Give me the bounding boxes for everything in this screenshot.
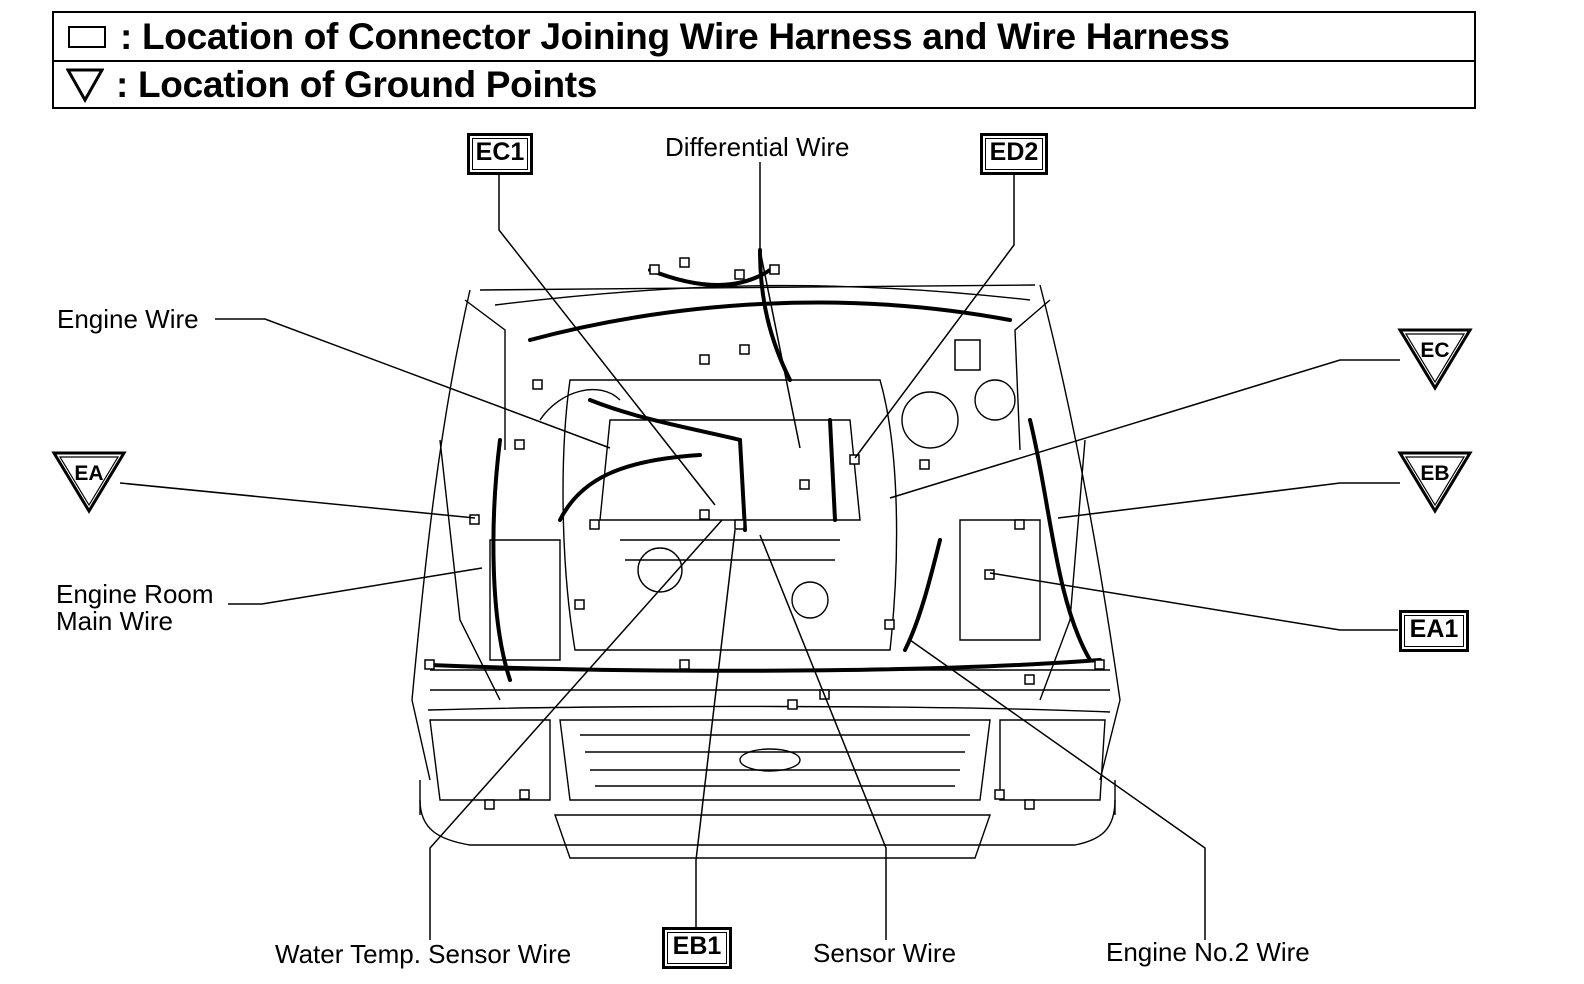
down-triangle-icon [66,68,104,103]
leader-engine-wire [215,318,611,449]
vehicle-outline [411,284,1121,859]
leader-ed2 [854,174,1015,459]
leader-engine-no2 [909,639,1206,940]
leader-eb1 [695,529,736,928]
leader-differential [759,162,801,449]
connector-ea1: EA1 [1399,610,1469,652]
connector-ed2-label: ED2 [989,138,1039,166]
legend: : Location of Connector Joining Wire Har… [52,11,1476,109]
engine-wire-label: Engine Wire [57,304,199,334]
connector-ec1: EC1 [467,133,533,175]
connector-ec1-label: EC1 [475,138,525,166]
legend-ground-row: : Location of Ground Points [54,61,1474,108]
leader-eb [1057,482,1400,519]
leader-engine-room-main [228,567,483,605]
legend-ground-text: : Location of Ground Points [116,63,598,105]
wire-harness [428,248,1102,682]
ground-point-eb: EB [1397,451,1473,514]
leader-ec1 [498,174,716,506]
leader-ec [889,359,1400,499]
connector-eb1-label: EB1 [672,932,722,960]
connector-ea1-label: EA1 [1409,615,1459,643]
ground-eb-label: EB [1420,462,1449,485]
leader-sensor [759,534,887,940]
engine-no2-wire-label: Engine No.2 Wire [1106,937,1310,967]
leader-water-temp [429,519,723,940]
leader-ea1 [989,572,1398,631]
leader-ea [119,482,476,519]
connector-eb1: EB1 [662,927,732,969]
legend-connector-text: : Location of Connector Joining Wire Har… [120,15,1230,57]
connector-ed2: ED2 [980,133,1048,175]
sensor-wire-label: Sensor Wire [813,938,957,968]
differential-wire-label: Differential Wire [665,132,850,162]
leader-lines [119,162,1400,940]
ground-ea-label: EA [74,462,103,485]
engine-room-main-wire-label-line2: Main Wire [56,606,174,636]
ground-ec-label: EC [1420,339,1449,362]
ground-point-ea: EA [51,451,127,514]
legend-connector-row: : Location of Connector Joining Wire Har… [54,13,1474,62]
engine-room-main-wire-label-line1: Engine Room [56,579,214,609]
harness-connectors [424,257,1105,810]
water-temp-sensor-wire-label: Water Temp. Sensor Wire [275,939,572,969]
rectangle-icon [68,25,106,48]
ground-point-ec: EC [1397,328,1473,391]
